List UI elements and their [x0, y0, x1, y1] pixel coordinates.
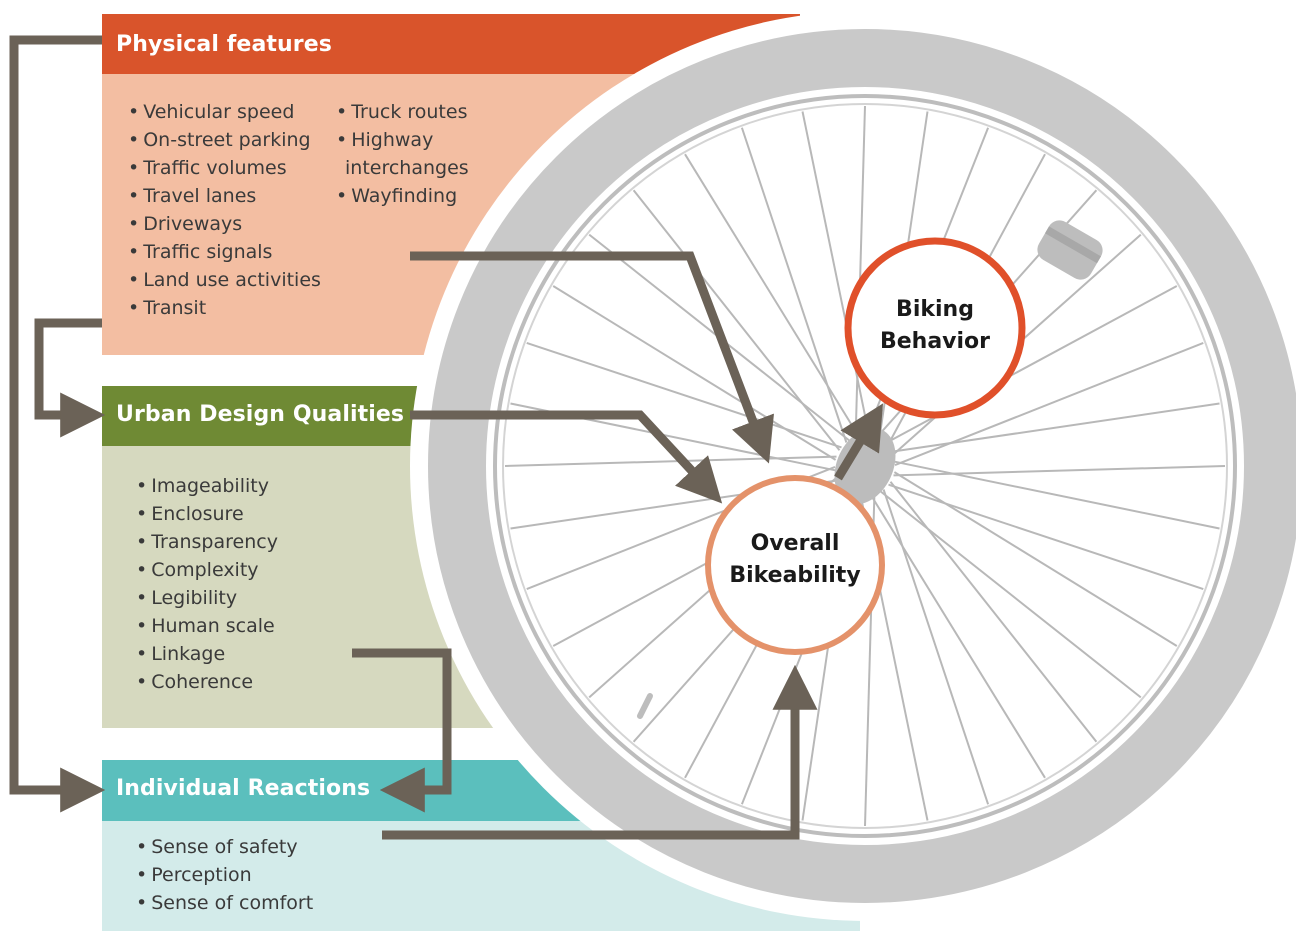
arrow-urban-to-bikeability: [410, 410, 723, 504]
wheel-spoke: [684, 153, 860, 438]
list-item: Legibility: [136, 584, 278, 612]
wheel-spoke: [632, 189, 841, 451]
wheel-spoke: [526, 341, 842, 449]
wheel-reflector: [637, 693, 653, 719]
list-item: Truck routes: [336, 98, 469, 126]
physical-features-header-bar: [102, 14, 800, 74]
individual-reactions-list: Sense of safety Perception Sense of comf…: [136, 833, 313, 917]
biking-behavior-line2: Behavior: [879, 329, 991, 354]
list-item: Land use activities: [128, 266, 321, 294]
wheel-spoke: [888, 483, 1204, 591]
physical-features-list-left: Vehicular speed On-street parking Traffi…: [128, 98, 321, 322]
physical-features-title: Physical features: [116, 32, 332, 57]
bicycle-wheel: [428, 29, 1296, 903]
list-item: Traffic signals: [128, 238, 321, 266]
wheel-spoke: [894, 460, 1220, 530]
biking-behavior-line1: Biking: [896, 297, 974, 322]
physical-features-list-right: Truck routes Highway interchanges Wayfin…: [336, 98, 469, 210]
flow-arrows: [9, 35, 884, 840]
list-item: Imageability: [136, 472, 278, 500]
list-item: Travel lanes: [128, 182, 321, 210]
overall-bikeability-line1: Overall: [750, 531, 840, 556]
biking-behavior-label: Biking Behavior: [860, 294, 1010, 358]
biking-behavior-circle: [844, 237, 1026, 419]
list-item: Wayfinding: [336, 182, 469, 210]
list-item: Coherence: [136, 668, 278, 696]
list-item: Human scale: [136, 612, 278, 640]
list-item: Linkage: [136, 640, 278, 668]
list-item: Transparency: [136, 528, 278, 556]
wheel-spoke: [882, 489, 990, 805]
arrow-physical-to-bikeability: [410, 251, 774, 464]
list-item: Sense of comfort: [136, 889, 313, 917]
overall-bikeability-line2: Bikeability: [729, 563, 861, 588]
list-item: Highway: [336, 126, 469, 154]
individual-reactions-title: Individual Reactions: [116, 776, 371, 801]
wheel-spoke: [552, 285, 837, 461]
wheel-rim: [493, 94, 1237, 838]
list-item: Complexity: [136, 556, 278, 584]
overall-bikeability-label: Overall Bikeability: [713, 528, 877, 592]
overall-bikeability-circle: [705, 475, 885, 655]
list-item: Sense of safety: [136, 833, 313, 861]
arrow-individual-to-bikeability: [382, 664, 818, 840]
list-item: On-street parking: [128, 126, 321, 154]
arrow-urban-to-individual: [352, 648, 452, 813]
wheel-spoke: [891, 402, 1220, 453]
list-item: Transit: [128, 294, 321, 322]
arrow-bikeability-to-behavior: [834, 403, 884, 481]
urban-design-header-bar: [102, 386, 418, 446]
wheel-spoke: [894, 341, 1204, 467]
wheel-spoke: [880, 490, 1142, 699]
urban-design-title: Urban Design Qualities: [116, 402, 405, 427]
wheel-tire: [428, 29, 1296, 903]
wheel-spoke: [893, 471, 1178, 647]
list-item-continuation: interchanges: [345, 157, 469, 179]
list-item: Traffic volumes: [128, 154, 321, 182]
arrow-physical-to-individual: [9, 35, 106, 813]
wheel-rim-inner: [502, 103, 1228, 829]
wheel-valve: [1037, 220, 1103, 280]
list-item: Perception: [136, 861, 313, 889]
individual-reactions-header-bar: [102, 760, 600, 821]
list-item: Driveways: [128, 210, 321, 238]
wheel-spoke: [889, 481, 1098, 743]
arrow-physical-to-urban: [34, 318, 106, 438]
list-item: Vehicular speed: [128, 98, 321, 126]
urban-design-list: Imageability Enclosure Transparency Comp…: [136, 472, 278, 696]
list-item: Enclosure: [136, 500, 278, 528]
wheel-spoke: [854, 105, 866, 438]
wheel-spoke: [740, 127, 848, 443]
wheel-spoke: [870, 494, 1046, 779]
